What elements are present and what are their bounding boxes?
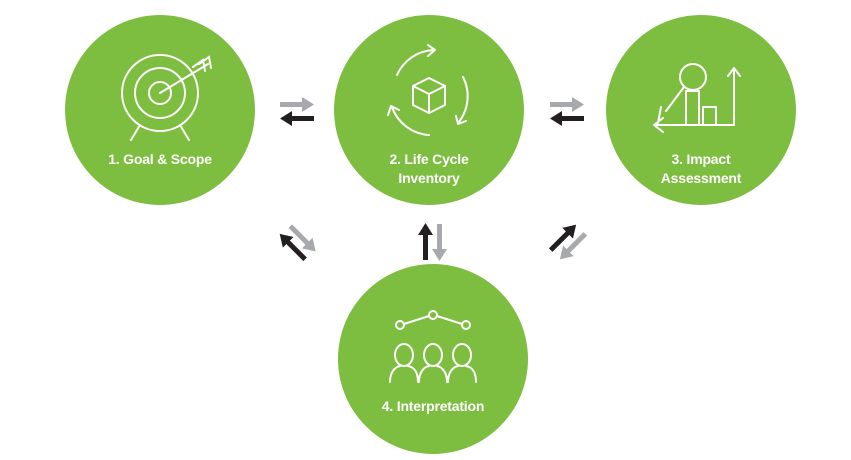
exchange-arrows-2-4: [418, 222, 448, 262]
stage-label: 1. Goal & Scope: [108, 151, 212, 167]
stage-goal-scope: 1. Goal & Scope: [65, 15, 255, 205]
arrow-up-icon: [418, 223, 433, 260]
people-network-icon: [389, 310, 477, 383]
arrow-down-icon: [432, 224, 447, 261]
exchange-arrows-1-2: [278, 97, 316, 127]
arrow-up-left-icon: [279, 233, 307, 262]
stage-label: 3. Impact Assessment: [660, 151, 742, 186]
bar-chart-icon: [653, 63, 741, 133]
stage-label: 2. Life Cycle Inventory: [389, 151, 469, 186]
exchange-arrows-2-3: [548, 97, 586, 127]
arrow-down-right-icon: [288, 224, 316, 252]
arrow-left-icon: [550, 111, 584, 126]
stage-life-cycle-inventory: 2. Life Cycle Inventory: [334, 15, 524, 205]
exchange-arrows-1-4: [275, 222, 319, 262]
target-icon: [121, 54, 212, 141]
cycle-cube-icon: [387, 44, 469, 136]
arrow-right-icon: [550, 97, 584, 112]
stage-label: 4. Interpretation: [381, 398, 485, 414]
exchange-arrows-3-4: [546, 222, 590, 262]
stage-impact-assessment: 3. Impact Assessment: [606, 15, 796, 205]
arrow-left-icon: [280, 111, 314, 126]
arrow-right-icon: [280, 97, 314, 112]
arrow-up-right-icon: [548, 224, 577, 252]
arrow-down-left-icon: [559, 232, 588, 260]
stage-interpretation: 4. Interpretation: [338, 264, 528, 454]
